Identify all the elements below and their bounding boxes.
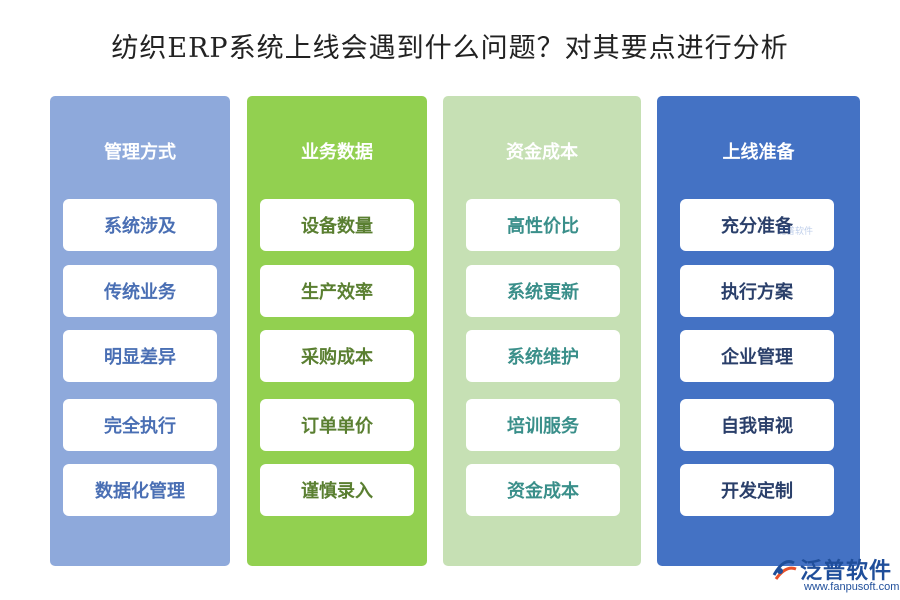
- list-item: 谨慎录入: [260, 464, 414, 516]
- page-title: 纺织ERP系统上线会遇到什么问题？对其要点进行分析: [111, 33, 789, 64]
- column-header: 业务数据: [301, 142, 373, 163]
- list-item: 订单单价: [260, 399, 414, 451]
- brand-logo: 泛普软件 www.fanpusoft.com: [770, 553, 899, 597]
- list-item: 资金成本: [466, 464, 620, 516]
- column-launch-preparation: 上线准备 充分准备 执行方案 企业管理 自我审视 开发定制: [657, 96, 860, 566]
- list-item: 设备数量: [260, 199, 414, 251]
- list-item: 执行方案: [680, 265, 834, 317]
- column-capital-cost: 资金成本 高性价比 系统更新 系统维护 培训服务 资金成本: [443, 96, 641, 566]
- list-item: 企业管理: [680, 330, 834, 382]
- column-management-method: 管理方式 系统涉及 传统业务 明显差异 完全执行 数据化管理: [50, 96, 230, 566]
- list-item: 高性价比: [466, 199, 620, 251]
- logo-mark-icon: [772, 560, 797, 580]
- list-item: 传统业务: [63, 265, 217, 317]
- list-item: 培训服务: [466, 399, 620, 451]
- list-item: 生产效率: [260, 265, 414, 317]
- list-item: 充分准备: [680, 199, 834, 251]
- list-item: 系统维护: [466, 330, 620, 382]
- list-item: 系统更新: [466, 265, 620, 317]
- list-item: 开发定制: [680, 464, 834, 516]
- list-item: 完全执行: [63, 399, 217, 451]
- column-header: 管理方式: [104, 142, 176, 163]
- column-business-data: 业务数据 设备数量 生产效率 采购成本 订单单价 谨慎录入: [247, 96, 427, 566]
- list-item: 采购成本: [260, 330, 414, 382]
- logo-name: 泛普软件: [800, 559, 893, 584]
- list-item: 明显差异: [63, 330, 217, 382]
- logo-url: www.fanpusoft.com: [804, 581, 900, 593]
- column-header: 上线准备: [722, 142, 795, 163]
- list-item: 数据化管理: [63, 464, 217, 516]
- column-header: 资金成本: [506, 142, 578, 163]
- watermark-logo: 泛普软件: [777, 227, 814, 237]
- list-item: 系统涉及: [63, 199, 217, 251]
- list-item: 自我审视: [680, 399, 834, 451]
